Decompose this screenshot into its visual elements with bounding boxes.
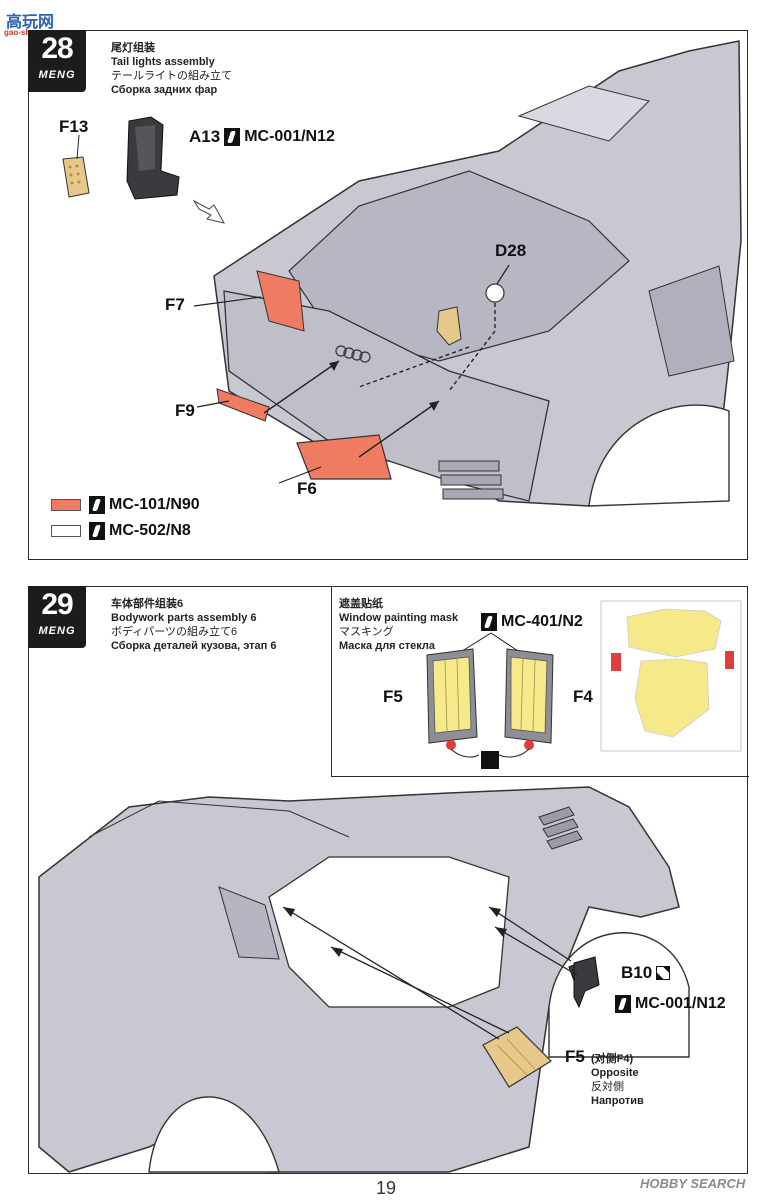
step-29-badge: 29 MENG xyxy=(28,586,86,648)
rear-wheel-arch xyxy=(588,404,730,507)
legend-item-white: MC-502/N8 xyxy=(89,522,191,540)
step-28-badge: 28 MENG xyxy=(28,30,86,92)
tweezers-icon xyxy=(481,751,499,769)
step-28-brand: MENG xyxy=(38,69,76,81)
legend-swatch-white xyxy=(51,525,81,537)
part-label-f5: F5 xyxy=(565,1047,585,1066)
mask-title-ru: Маска для стекла xyxy=(339,640,436,652)
door-opening xyxy=(268,856,510,1008)
paint-brush-icon xyxy=(89,522,105,540)
legend-swatch-red xyxy=(51,499,81,511)
rear-bumper xyxy=(223,290,550,502)
part-b10 xyxy=(573,956,600,1009)
step-29-title-ru: Сборка деталей кузова, этап 6 xyxy=(111,640,277,652)
step-28-number: 28 xyxy=(41,32,73,65)
part-f5-panel xyxy=(482,1026,552,1088)
legend-code-red: MC-101/N90 xyxy=(109,496,200,513)
part-b10-paint-callout: MC-001/N12 xyxy=(615,995,726,1013)
paint-brush-icon xyxy=(481,613,497,631)
part-label-b10: B10 xyxy=(621,963,653,982)
step-28-title-ru: Сборка задних фар xyxy=(111,84,218,96)
mask-title-cn: 遮盖贴纸 xyxy=(339,598,383,610)
f5-note-en: Opposite xyxy=(591,1067,639,1079)
legend-code-white: MC-502/N8 xyxy=(109,522,191,539)
roof-panel xyxy=(517,85,650,142)
watermark-bottom: HOBBY SEARCH xyxy=(640,1176,746,1191)
part-f13-installed xyxy=(436,306,462,346)
part-label-f6: F6 xyxy=(297,479,317,498)
step-28-panel: 28 MENG 尾灯组装 Tail lights assembly テールライト… xyxy=(28,30,748,560)
part-f13-leader xyxy=(76,134,80,160)
paint-brush-icon xyxy=(615,995,631,1013)
part-b10-callout: B10 xyxy=(621,963,671,983)
step-28-title-en: Tail lights assembly xyxy=(111,56,215,68)
mask-title: 遮盖贴纸 Window painting mask マスキング Маска дл… xyxy=(339,597,458,653)
part-f13-illustration xyxy=(62,156,90,198)
paint-brush-icon xyxy=(224,128,241,146)
mask-paint-code: MC-401/N2 xyxy=(501,613,583,630)
step-29-number: 29 xyxy=(41,588,73,621)
part-label-f13: F13 xyxy=(59,117,89,136)
mask-title-jp: マスキング xyxy=(339,626,394,638)
step-28-title-cn: 尾灯组装 xyxy=(111,42,155,54)
part-f9-light xyxy=(216,388,270,422)
mask-sheet-f4 xyxy=(504,648,554,744)
step-28-title-jp: テールライトの組み立て xyxy=(111,70,232,82)
rear-wheel-arch-side xyxy=(148,1096,280,1173)
rear-quarter-window xyxy=(218,886,280,960)
mask-paint-callout: MC-401/N2 xyxy=(481,613,583,631)
audi-rings-logo xyxy=(335,345,371,363)
f5-note-jp: 反対側 xyxy=(591,1081,624,1093)
paint-code-a13: MC-001/N12 xyxy=(244,128,335,145)
mask-title-en: Window painting mask xyxy=(339,612,459,624)
step-29-panel: 29 MENG 车体部件组装6 Bodywork parts assembly … xyxy=(28,586,749,1174)
legend-item-red: MC-101/N90 xyxy=(89,496,200,514)
side-intake xyxy=(648,265,735,377)
watermark-logo-top: 高玩网 xyxy=(6,14,55,31)
part-label-f9: F9 xyxy=(175,401,195,420)
part-label-d28: D28 xyxy=(495,241,527,260)
car-side-illustration xyxy=(38,786,690,1173)
car-rear-illustration xyxy=(192,40,742,507)
step-29-title-jp: ボディパーツの組み立て6 xyxy=(111,626,238,638)
mask-label-f5: F5 xyxy=(383,687,403,706)
window-mask-diagram xyxy=(600,600,742,752)
part-f7-light xyxy=(256,270,305,332)
mask-inset-box xyxy=(331,587,749,777)
step-29-title-en: Bodywork parts assembly 6 xyxy=(111,612,257,624)
part-a13-illustration xyxy=(126,116,180,200)
mask-sheets-illustration xyxy=(426,600,742,769)
mask-label-f4: F4 xyxy=(573,687,593,706)
f5-note-cn: (对侧F4) xyxy=(591,1053,634,1065)
step-28-title: 尾灯组装 Tail lights assembly テールライトの組み立て Сб… xyxy=(111,41,232,97)
part-label-f7: F7 xyxy=(165,295,185,314)
step-29-title: 车体部件组装6 Bodywork parts assembly 6 ボディパーツ… xyxy=(111,597,276,653)
f5-note-ru: Напротив xyxy=(591,1095,644,1107)
part-f6-light xyxy=(296,434,392,480)
step-29-title-cn: 车体部件组装6 xyxy=(111,598,184,610)
page-number: 19 xyxy=(376,1178,397,1198)
part-label-a13: A13 xyxy=(189,127,221,146)
paint-code-b10: MC-001/N12 xyxy=(635,995,726,1012)
hourglass-icon xyxy=(656,966,671,980)
step-29-brand: MENG xyxy=(38,625,76,637)
part-d28-bulb xyxy=(485,283,505,303)
paint-brush-icon xyxy=(89,496,105,514)
part-a13-paint-callout: A13 MC-001/N12 xyxy=(189,127,335,147)
mask-sheet-f5 xyxy=(426,648,478,744)
view-direction-arrow xyxy=(192,199,225,224)
